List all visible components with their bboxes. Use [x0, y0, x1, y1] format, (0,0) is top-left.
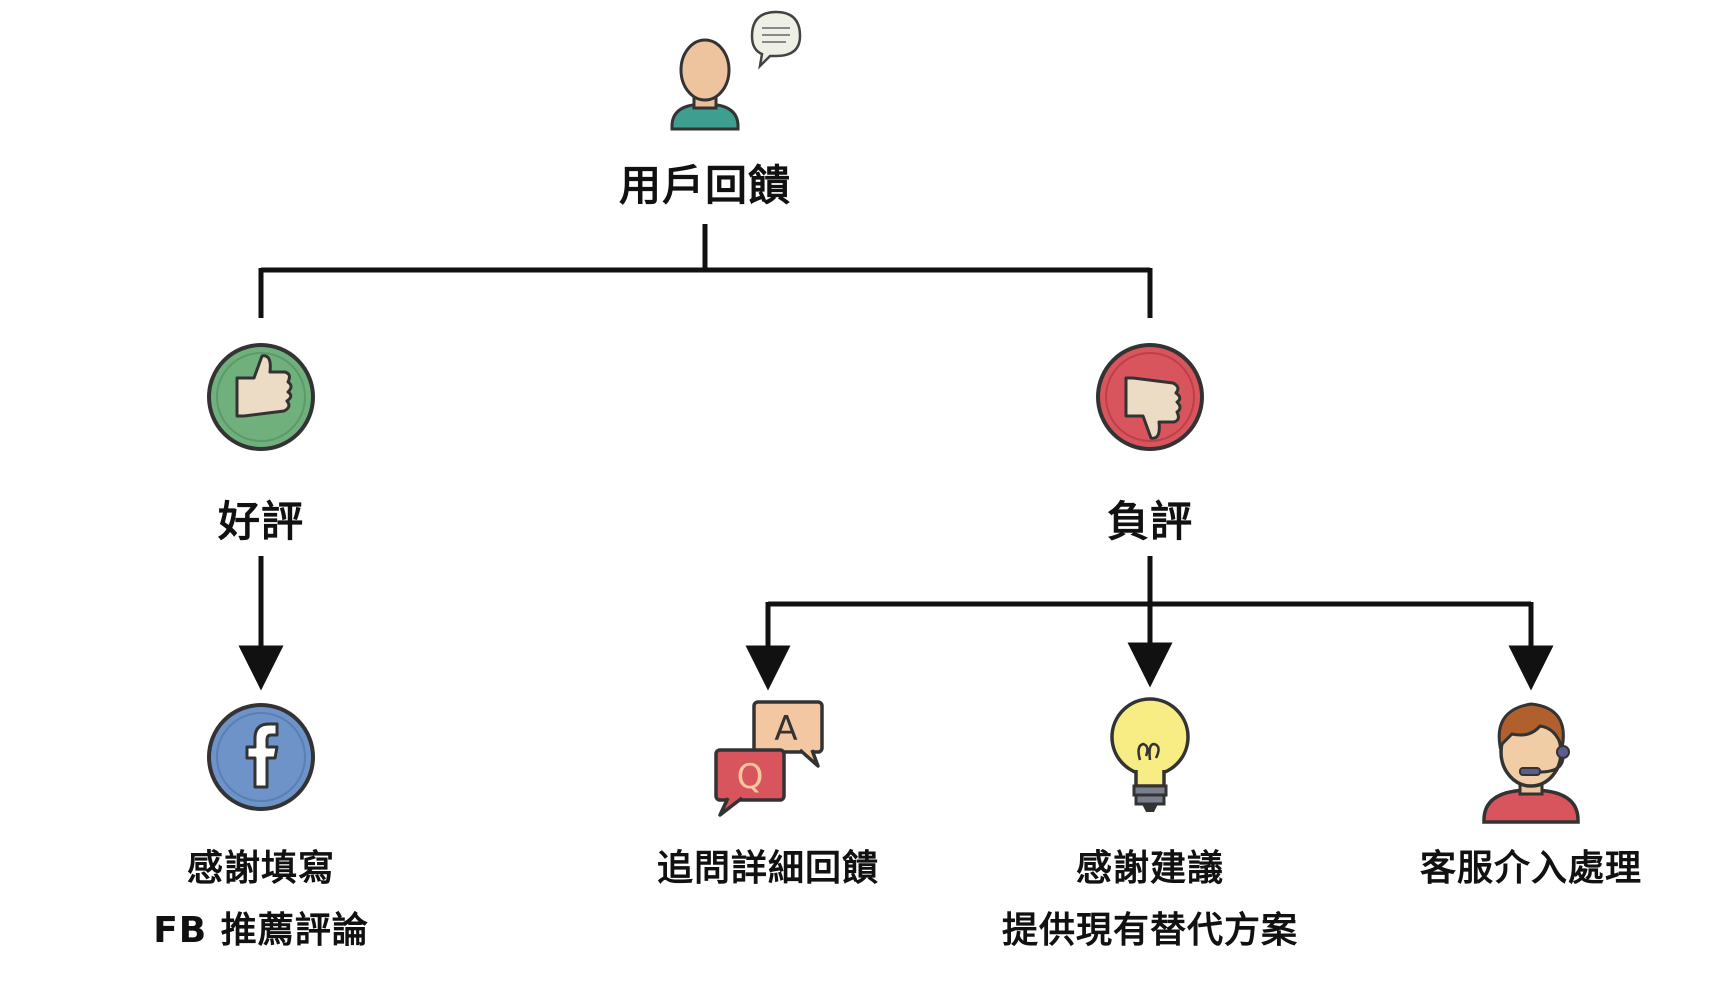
facebook-label-line2: FB 推薦評論 [153, 910, 369, 951]
user-feedback-icon [670, 10, 802, 131]
facebook-label: 感謝填寫 FB 推薦評論 [153, 838, 369, 962]
facebook-label-line1: 感謝填寫 [186, 848, 336, 889]
root-label: 用戶回饋 [618, 161, 792, 210]
customer-service-agent-icon [1482, 702, 1580, 824]
positive-label: 好評 [217, 497, 305, 546]
followup-label: 追問詳細回饋 [656, 848, 880, 889]
suggestion-label: 感謝建議 提供現有替代方案 [1002, 838, 1298, 962]
svg-text:Q: Q [737, 757, 764, 797]
lightbulb-icon [1110, 697, 1190, 812]
thumbs-up-icon [207, 343, 315, 451]
svg-text:A: A [774, 709, 797, 749]
facebook-icon [207, 703, 315, 811]
qa-chat-icon: A Q [714, 700, 824, 817]
suggestion-label-line2: 提供現有替代方案 [1001, 910, 1299, 951]
support-label: 客服介入處理 [1419, 848, 1643, 889]
thumbs-down-icon [1096, 343, 1204, 451]
negative-connector [745, 556, 1554, 691]
suggestion-label-line1: 感謝建議 [1075, 848, 1225, 889]
root-connector [258, 224, 1153, 318]
negative-label: 負評 [1106, 497, 1194, 546]
